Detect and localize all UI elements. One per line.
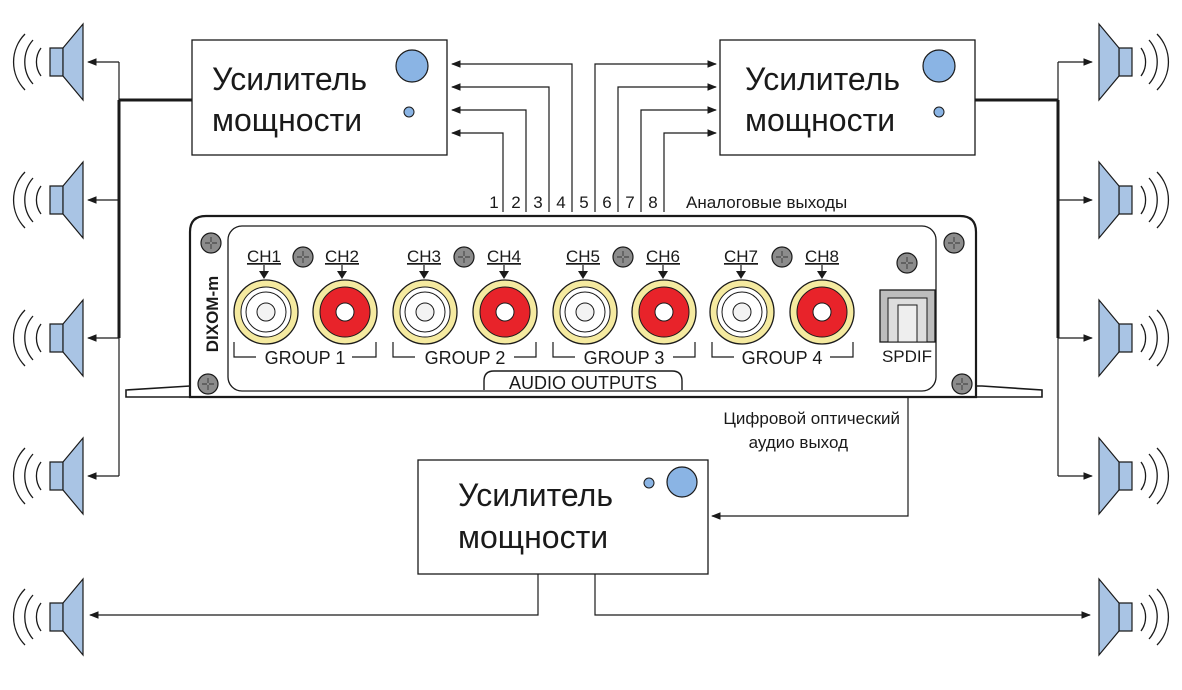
rca-red-connector[interactable]: [312, 279, 378, 345]
speaker-icon: [12, 161, 84, 239]
screw-icon: [771, 246, 793, 268]
speaker-icon: [12, 23, 84, 101]
rca-white-connector[interactable]: [392, 279, 458, 345]
screw-icon: [197, 373, 219, 395]
amplifier-label-line1: Усилитель: [212, 61, 367, 97]
amplifier-label-line1: Усилитель: [745, 61, 900, 97]
channel-label: CH2: [325, 247, 359, 266]
analog-outputs-label: Аналоговые выходы: [686, 193, 847, 212]
channel-number: 6: [602, 193, 611, 212]
channel-number: 8: [648, 193, 657, 212]
amplifier-label-line2: мощности: [212, 102, 362, 138]
screw-icon: [200, 232, 222, 254]
digital-output-label-line2: аудио выход: [749, 433, 848, 452]
channel-number: 1: [489, 193, 498, 212]
channel-number: 5: [579, 193, 588, 212]
speaker-icon: [1098, 299, 1170, 377]
screw-icon: [612, 246, 634, 268]
speaker-icon: [1098, 437, 1170, 515]
right-speaker-wiring: [975, 58, 1093, 480]
speaker-icon: [12, 578, 84, 656]
spdif-port[interactable]: SPDIF: [879, 252, 936, 366]
channel-label: CH1: [247, 247, 281, 266]
group-label: GROUP 2: [425, 348, 506, 368]
rca-red-connector[interactable]: [631, 279, 697, 345]
output-group-3: CH5 CH6 GROUP 3: [552, 246, 697, 368]
rca-white-connector[interactable]: [552, 279, 618, 345]
analog-channel-wiring: [451, 60, 717, 212]
speaker-icon: [1098, 23, 1170, 101]
channel-numbers: 1 2 3 4 5 6 7 8: [489, 193, 657, 212]
bottom-speaker-wiring: [89, 574, 1091, 619]
amplifier-right: Усилитель мощности: [719, 39, 976, 156]
knob-large-icon: [666, 466, 698, 498]
speaker-icon: [12, 299, 84, 377]
knob-large-icon: [922, 49, 956, 83]
output-group-2: CH3 CH4 GROUP 2: [392, 246, 538, 368]
channel-label: CH6: [646, 247, 680, 266]
rca-white-connector[interactable]: [709, 279, 775, 345]
output-group-4: CH7 CH8 GROUP 4: [709, 246, 855, 368]
amplifier-left: Усилитель мощности: [191, 39, 448, 156]
channel-label: CH4: [487, 247, 521, 266]
spdif-label: SPDIF: [882, 347, 932, 366]
rca-white-connector[interactable]: [233, 279, 299, 345]
channel-label: CH3: [407, 247, 441, 266]
output-group-1: CH1 CH2 GROUP 1: [233, 246, 378, 368]
speaker-icon: [12, 437, 84, 515]
knob-large-icon: [395, 49, 429, 83]
channel-number: 4: [556, 193, 565, 212]
screw-icon: [896, 252, 918, 274]
amplifier-label-line2: мощности: [458, 519, 608, 555]
knob-small-icon: [933, 106, 945, 118]
amplifier-label-line2: мощности: [745, 102, 895, 138]
channel-number: 7: [625, 193, 634, 212]
channel-label: CH5: [566, 247, 600, 266]
group-label: GROUP 1: [265, 348, 346, 368]
knob-small-icon: [643, 477, 655, 489]
audio-outputs-label: AUDIO OUTPUTS: [509, 373, 657, 393]
channel-number: 2: [511, 193, 520, 212]
rca-red-connector[interactable]: [789, 279, 855, 345]
left-speaker-wiring: [87, 58, 192, 480]
screw-icon: [943, 232, 965, 254]
channel-label: CH8: [805, 247, 839, 266]
speaker-icon: [1098, 578, 1170, 656]
screw-icon: [292, 246, 314, 268]
group-label: GROUP 4: [742, 348, 823, 368]
digital-output-label-line1: Цифровой оптический: [723, 409, 900, 428]
amplifier-bottom: Усилитель мощности: [417, 459, 709, 575]
dixom-device: DIXOM-m CH1 CH2 GROUP 1 CH3 CH4 GROUP 2: [125, 214, 1043, 399]
group-label: GROUP 3: [584, 348, 665, 368]
rca-red-connector[interactable]: [472, 279, 538, 345]
amplifier-label-line1: Усилитель: [458, 477, 613, 513]
digital-output-wiring: [711, 397, 909, 520]
screw-icon: [453, 246, 475, 268]
channel-number: 3: [533, 193, 542, 212]
knob-small-icon: [403, 106, 415, 118]
speaker-icon: [1098, 161, 1170, 239]
channel-label: CH7: [724, 247, 758, 266]
screw-icon: [951, 373, 973, 395]
device-model-label: DIXOM-m: [203, 276, 222, 353]
